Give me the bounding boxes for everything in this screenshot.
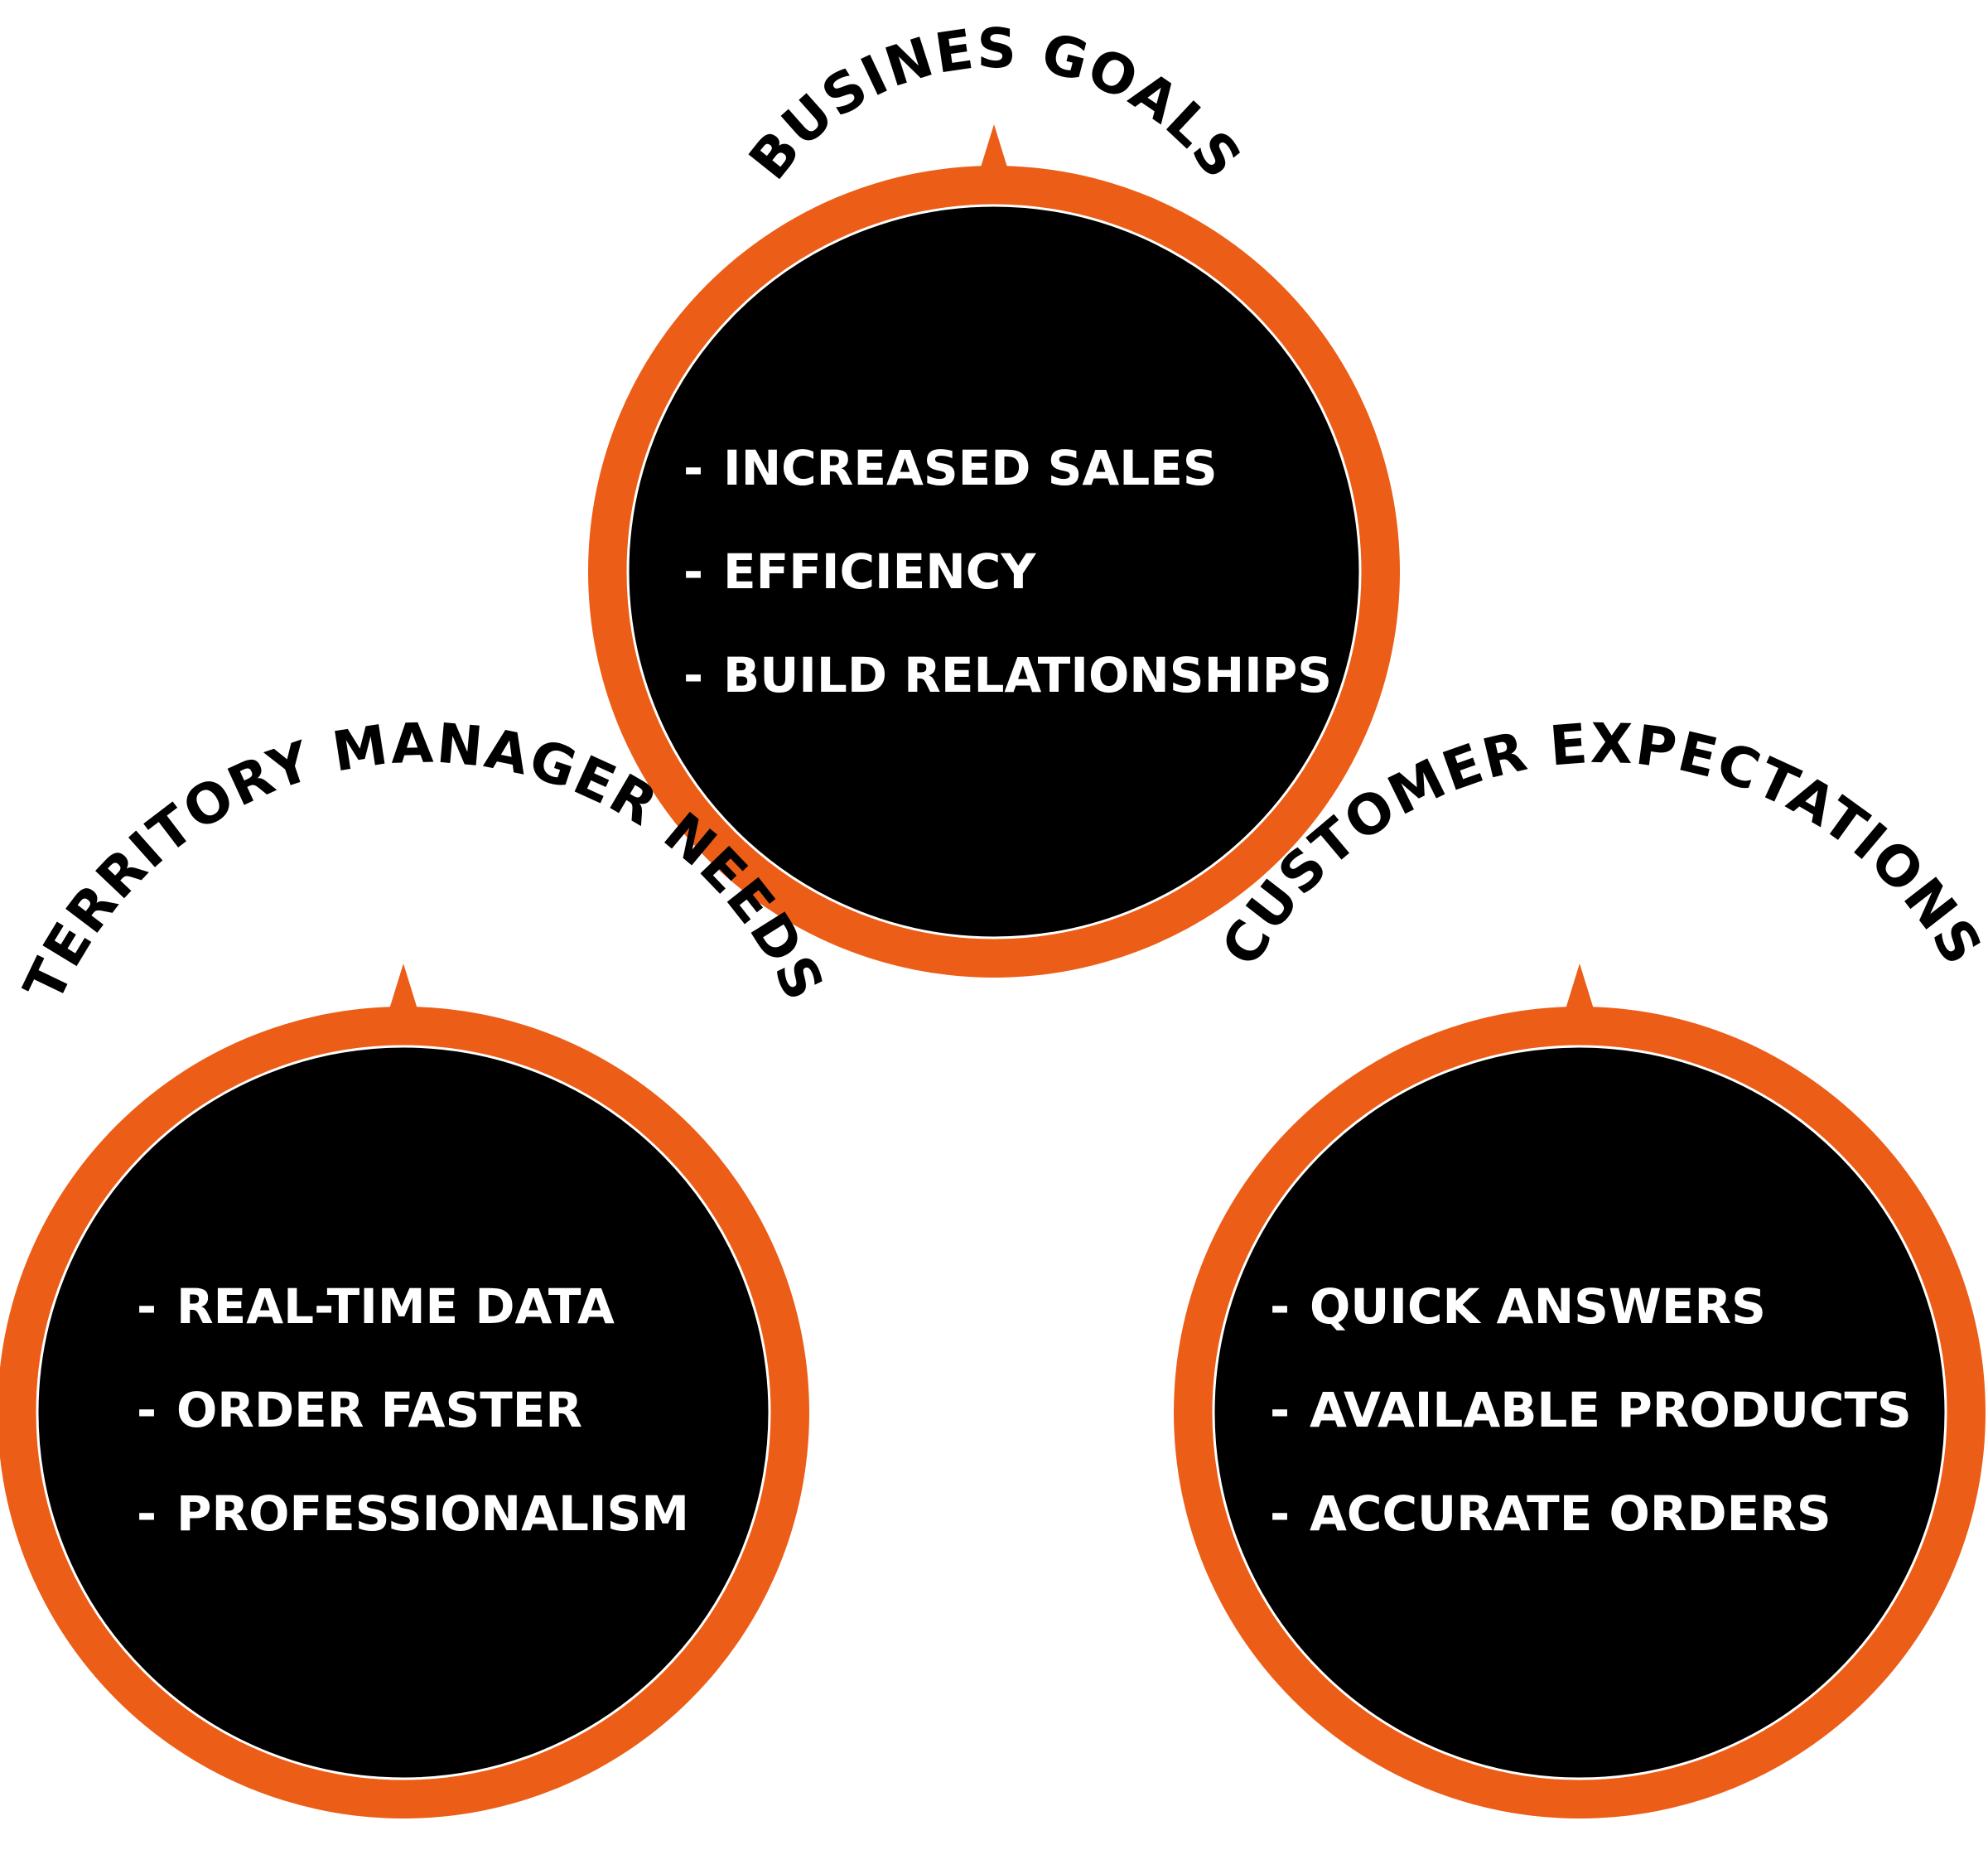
bullet-item: EFFICIENCY [723, 543, 1036, 600]
bullet-dash: - [683, 440, 703, 496]
circle-customer-expectations: CUSTOMER EXPECTATIONS - QUICK ANSWERS - … [1174, 712, 1988, 1818]
bullet-item: ACCURATE ORDERS [1310, 1485, 1831, 1542]
inner-disc [626, 204, 1362, 939]
circle-business-goals: BUSINES GOALS - INCREASED SALES - EFFICI… [588, 17, 1400, 978]
bullet-dash: - [1270, 1485, 1290, 1542]
bullet-item: BUILD RELATIONSHIPS [723, 647, 1332, 703]
pointer-triangle [980, 124, 1008, 170]
bullet-dash: - [137, 1278, 157, 1335]
inner-disc [36, 1045, 771, 1780]
bullet-list: - QUICK ANSWERS - AVAILABLE PRODUCTS - A… [1270, 1278, 1912, 1542]
bullet-item: PROFESSIONALISM [176, 1485, 689, 1542]
bullet-dash: - [683, 543, 703, 600]
inner-disc [1212, 1045, 1947, 1780]
bullet-item: REAL-TIME DATA [176, 1278, 615, 1335]
pointer-triangle [389, 964, 417, 1009]
circle-territory-manager-needs: TERRITORY MANAGER NEEDS - REAL-TIME DATA… [0, 711, 835, 1818]
bullet-dash: - [683, 647, 703, 703]
bullet-dash: - [1270, 1278, 1290, 1335]
bullet-list: - REAL-TIME DATA - ORDER FASTER - PROFES… [137, 1278, 689, 1542]
bullet-item: INCREASED SALES [723, 440, 1218, 496]
bullet-dash: - [137, 1485, 157, 1542]
bullet-dash: - [1270, 1382, 1290, 1438]
bullet-list: - INCREASED SALES - EFFICIENCY - BUILD R… [683, 440, 1332, 703]
bullet-dash: - [137, 1382, 157, 1438]
pointer-triangle [1566, 964, 1594, 1009]
bullet-item: ORDER FASTER [176, 1382, 582, 1438]
bullet-item: QUICK ANSWERS [1310, 1278, 1766, 1335]
bullet-item: AVAILABLE PRODUCTS [1310, 1382, 1912, 1438]
